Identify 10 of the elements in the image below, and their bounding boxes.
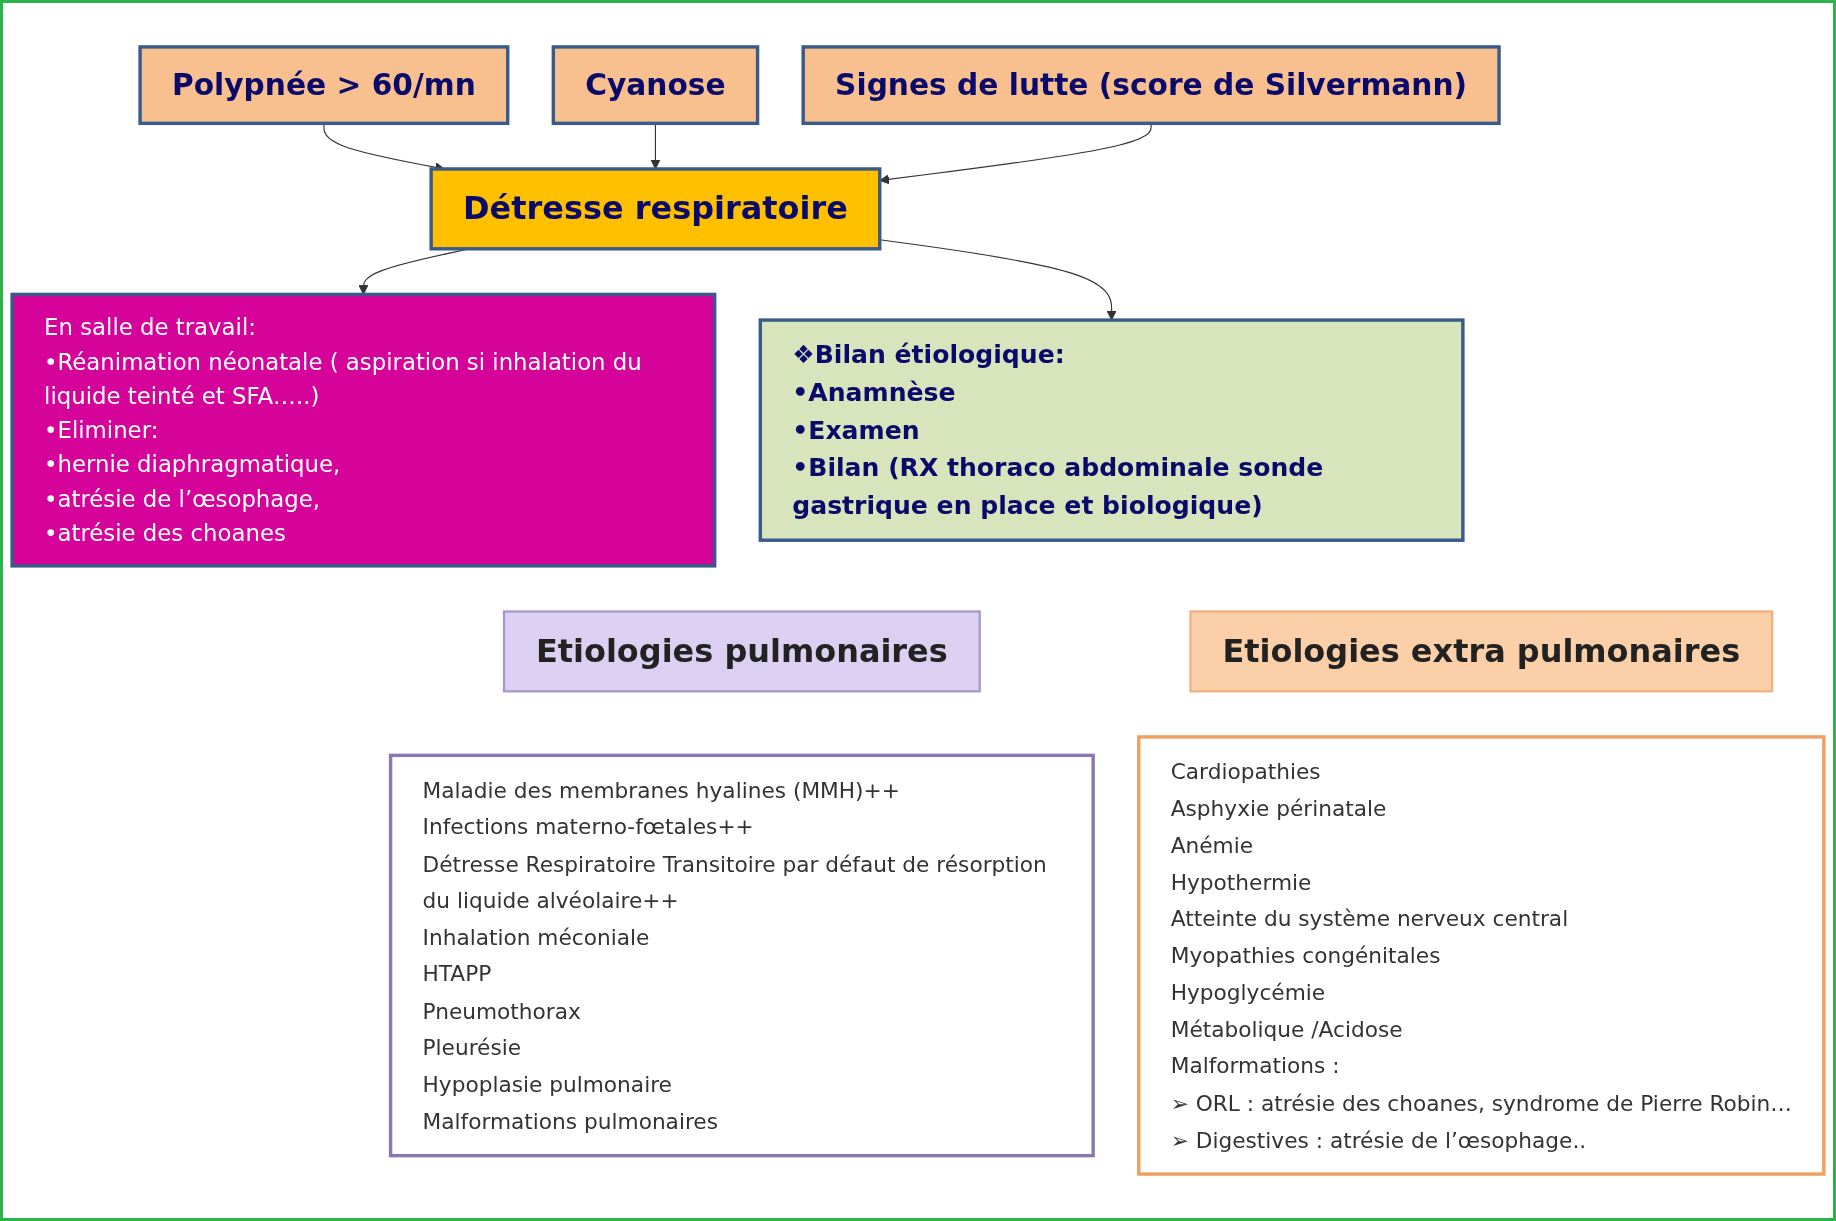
node-box: Signes de lutte (score de Silvermann): [801, 45, 1501, 126]
node-box: ❖Bilan étiologique: •Anamnèse •Examen •Bilan (RX thoraco abdominale sonde gastrique en place et biologique): [758, 318, 1465, 542]
node-box: Maladie des membranes hyalines (MMH)++ Infections materno-fœtales++ Détresse Respiratoire Transitoire par défaut de résorption du liquide alvéolaire++ Inhalation méconiale HTAPP Pneumothorax Pleurésie Hypoplasie pulmonaire Malformations pulmonaires: [388, 753, 1095, 1158]
node-box: Etiologies extra pulmonaires: [1189, 610, 1774, 693]
node-box: Cardiopathies Asphyxie périnatale Anémie Hypothermie Atteinte du système nerveux central Myopathies congénitales Hypoglycémie Métabolique /Acidose Malformations : ➢ ORL : atrésie des choanes, syndrome de Pierre Robin… ➢ Digestives : atrésie de l’œsophage..: [1137, 735, 1826, 1176]
node-box: Détresse respiratoire: [429, 167, 882, 251]
node-box: Cyanose: [551, 45, 760, 126]
node-box: Polypnée > 60/mn: [138, 45, 510, 126]
node-box: Etiologies pulmonaires: [502, 610, 981, 693]
node-box: En salle de travail: •Réanimation néonatale ( aspiration si inhalation du liquide teinté et SFA…..) •Eliminer: •hernie diaphragmatique, •atrésie de l’œsophage, •atrésie des choanes: [10, 292, 717, 568]
